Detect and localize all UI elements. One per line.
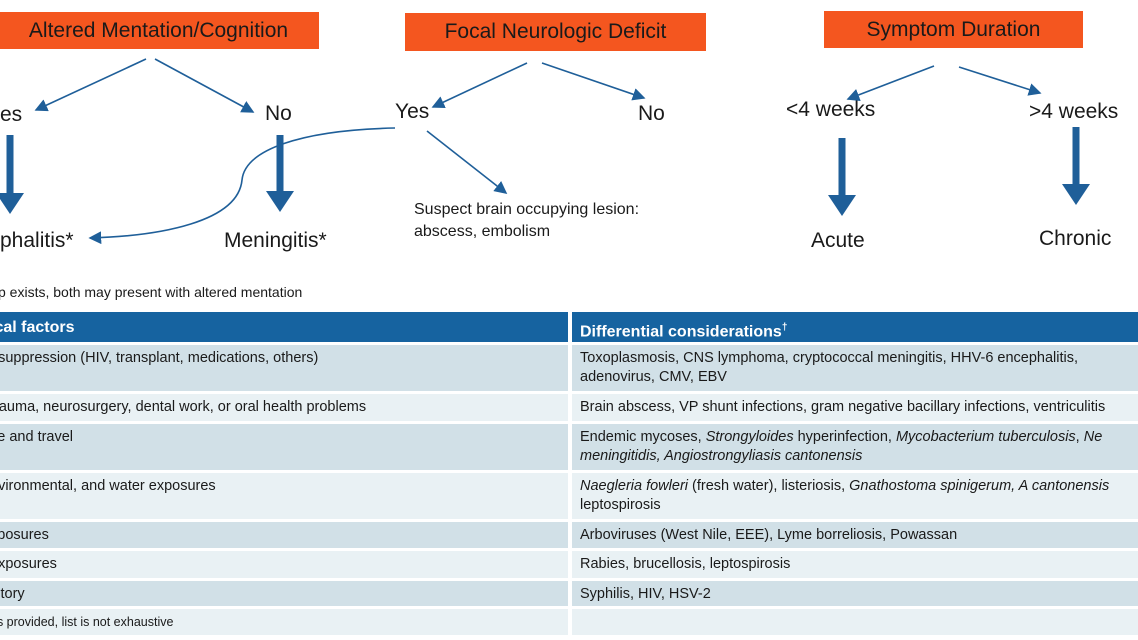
- header-differential: Differential considerations†: [572, 312, 1138, 342]
- fnd-no-label: No: [638, 102, 665, 125]
- factor-cell: xposures: [0, 522, 568, 548]
- symptom-duration-box: Symptom Duration: [824, 11, 1083, 48]
- table-row: osuppression (HIV, transplant, medicatio…: [0, 345, 1138, 391]
- factor-cell: osuppression (HIV, transplant, medicatio…: [0, 345, 568, 391]
- arrow-am-no: [154, 58, 255, 113]
- sd-short-label: <4 weeks: [786, 98, 876, 121]
- differential-text: Mycobacterium tuberculosis: [895, 429, 1076, 445]
- header-factors: ical factors: [0, 312, 568, 342]
- chronic-label: Chronic: [1039, 227, 1112, 250]
- table-row: xposures Arboviruses (West Nile, EEE), Ly…: [0, 522, 1138, 548]
- differential-text: leptospirosis: [580, 497, 661, 513]
- differential-text: Strongyloides: [705, 429, 794, 445]
- empty-cell: [572, 609, 1138, 635]
- arrow-fnd-yes: [431, 62, 528, 109]
- differential-text: Arboviruses (West Nile, EEE), Lyme borre…: [580, 527, 958, 543]
- table-header: ical factors Differential considerations…: [0, 312, 1138, 342]
- arrow-fnd-encephalitis: [88, 127, 396, 245]
- differential-text: Toxoplasmosis, CNS lymphoma, cryptococca…: [580, 350, 1079, 385]
- fnd-yes-label: Yes: [395, 100, 430, 123]
- differential-text: Rabies, brucellosis, leptospirosis: [580, 556, 791, 572]
- header-label: Differential considerations: [580, 323, 782, 341]
- table-footnote: es provided, list is not exhaustive: [0, 609, 568, 635]
- arrow-sd-short: [846, 65, 935, 101]
- box-label: Altered Mentation/Cognition: [28, 18, 289, 42]
- differential-text: Naegleria fowleri: [580, 478, 688, 494]
- altered-mentation-box: Altered Mentation/Cognition: [0, 12, 319, 49]
- factor-cell: ce and travel: [0, 424, 568, 470]
- arrow-fnd-no: [541, 62, 646, 101]
- differential-text: Ne: [1083, 429, 1103, 445]
- differential-cell: Naegleria fowleri (fresh water), listeri…: [572, 473, 1138, 519]
- differential-cell: Rabies, brucellosis, leptospirosis: [572, 551, 1138, 578]
- acute-label: Acute: [811, 229, 865, 252]
- factor-cell: trauma, neurosurgery, dental work, or or…: [0, 394, 568, 421]
- factor-cell: exposures: [0, 551, 568, 578]
- differential-cell: Toxoplasmosis, CNS lymphoma, cryptococca…: [572, 345, 1138, 391]
- differential-text: Syphilis, HIV, HSV-2: [580, 586, 711, 602]
- differential-cell: Brain abscess, VP shunt infections, gram…: [572, 394, 1138, 421]
- table-footnote-row: es provided, list is not exhaustive: [0, 609, 1138, 635]
- arrow-sd-long: [958, 66, 1042, 96]
- am-no-label: No: [265, 102, 292, 125]
- dagger: †: [781, 322, 788, 333]
- box-label: Symptom Duration: [866, 17, 1041, 41]
- differential-text: hyperinfection,: [793, 429, 896, 445]
- differential-text: (fresh water), listeriosis,: [688, 478, 850, 494]
- arrow-am-yes: [34, 58, 147, 112]
- differential-cell: Syphilis, HIV, HSV-2: [572, 581, 1138, 606]
- encephalitis-label: phalitis*: [0, 229, 74, 252]
- meningitis-label: Meningitis*: [224, 229, 327, 252]
- differential-text: Brain abscess, VP shunt infections, gram…: [580, 399, 1106, 415]
- arrow-fnd-lesion: [426, 130, 508, 194]
- box-label: Focal Neurologic Deficit: [444, 20, 667, 43]
- table-row: exposures Rabies, brucellosis, leptospiro…: [0, 551, 1138, 578]
- focal-neurologic-deficit-box: Focal Neurologic Deficit: [405, 13, 706, 51]
- lesion-line2: abscess, embolism: [414, 223, 551, 240]
- header-label: ical factors: [0, 319, 75, 336]
- am-yes-label: es: [0, 103, 23, 126]
- differential-cell: Arboviruses (West Nile, EEE), Lyme borre…: [572, 522, 1138, 548]
- sd-long-label: >4 weeks: [1029, 100, 1119, 123]
- differential-cell: Endemic mycoses, Strongyloides hyperinfe…: [572, 424, 1138, 470]
- diagram-footnote: p exists, both may present with altered …: [0, 284, 303, 300]
- table-row: trauma, neurosurgery, dental work, or or…: [0, 394, 1138, 421]
- differential-text: Endemic mycoses,: [580, 429, 706, 445]
- differential-text: meningitidis, Angiostrongyliasis cantone…: [580, 448, 863, 464]
- differential-text: ,: [1075, 429, 1084, 445]
- factor-cell: nvironmental, and water exposures: [0, 473, 568, 519]
- flow-arrows: [0, 58, 1090, 245]
- lesion-line1: Suspect brain occupying lesion:: [414, 201, 640, 218]
- differential-text: Gnathostoma spinigerum, A cantonensis: [849, 478, 1110, 494]
- footnote-text: es provided, list is not exhaustive: [0, 615, 174, 629]
